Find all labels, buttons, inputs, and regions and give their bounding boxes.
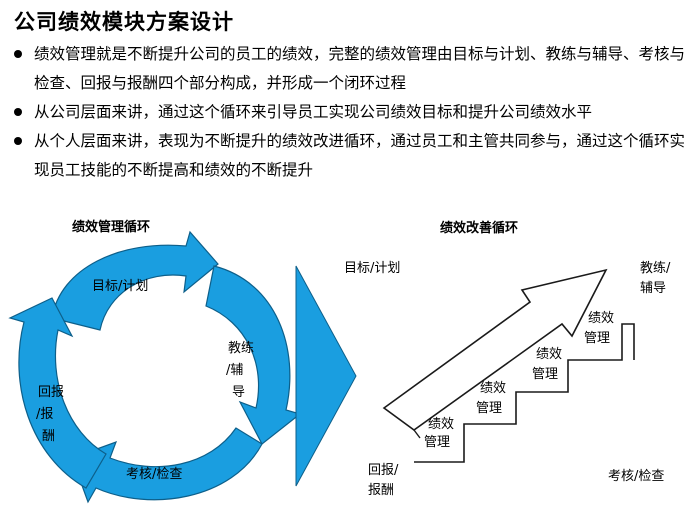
cycle-center [88,313,212,437]
arrow-shadow-edge [413,429,421,439]
improvement-top-right-1: 教练/ [640,260,671,276]
cycle-arrow-bottom [71,427,263,504]
bullet-item: 从公司层面来讲，通过这个循环来引导员工实现公司绩效目标和提升公司绩效水平 [8,98,692,127]
improvement-bottom-left-2: 报酬 [368,483,394,498]
cycle-label-right-3: 导 [232,385,245,400]
cycle-label-right-2: /辅 [226,363,243,378]
bullet-item: 从个人层面来讲，表现为不断提升的绩效改进循环，通过员工和主管共同参与，通过这个循… [8,127,692,185]
improvement-diagram: 绩效改善循环 目标/计划 教练/ 辅导 回报/ 报酬 考核/检查 绩效 管理 绩… [344,220,671,498]
page-title: 公司绩效模块方案设计 [14,10,234,34]
cycle-label-bottom: 考核/检查 [126,467,182,482]
step-3-line-1: 绩效 [536,347,562,362]
cycle-label-left-1: 回报 [38,385,64,400]
cycle-arrow-left [8,297,107,489]
bullet-dot-icon [14,108,22,116]
bullet-dot-icon [14,50,22,58]
improvement-top-left: 目标/计划 [344,261,400,276]
bullet-item: 绩效管理就是不断提升公司的员工的绩效，完整的绩效管理由目标与计划、教练与辅导、考… [8,40,692,98]
bullet-list: 绩效管理就是不断提升公司的员工的绩效，完整的绩效管理由目标与计划、教练与辅导、考… [8,40,692,185]
cycle-label-left-3: 酬 [42,429,55,444]
transition-arrow-icon [295,265,357,487]
bullet-text: 从个人层面来讲，表现为不断提升的绩效改进循环，通过员工和主管共同参与，通过这个循… [34,132,686,179]
step-4-line-2: 管理 [584,331,610,346]
cycle-label-top: 目标/计划 [92,279,148,294]
rising-arrow-icon [382,268,608,431]
improvement-bottom-left-1: 回报/ [368,463,399,478]
staircase [414,323,635,463]
cycle-label-right-1: 教练 [228,340,254,356]
cycle-arrow-top [51,230,219,331]
bullet-dot-icon [14,137,22,145]
step-3-line-2: 管理 [532,367,558,382]
cycle-title: 绩效管理循环 [72,219,150,235]
cycle-label-left-2: /报 [36,407,53,422]
step-2-line-2: 管理 [476,401,502,416]
step-1-line-1: 绩效 [428,417,454,432]
improvement-bottom-right: 考核/检查 [608,469,664,484]
step-2-line-1: 绩效 [480,381,506,396]
bullet-text: 绩效管理就是不断提升公司的员工的绩效，完整的绩效管理由目标与计划、教练与辅导、考… [34,45,686,92]
bullet-text: 从公司层面来讲，通过这个循环来引导员工实现公司绩效目标和提升公司绩效水平 [34,103,593,121]
improvement-title: 绩效改善循环 [440,220,518,236]
step-4-line-1: 绩效 [588,311,614,326]
improvement-top-right-2: 辅导 [640,281,666,296]
cycle-diagram: 绩效管理循环 目标/计划 教练 /辅 导 考核/检查 回报 /报 酬 [8,219,302,504]
step-1-line-2: 管理 [424,435,450,450]
